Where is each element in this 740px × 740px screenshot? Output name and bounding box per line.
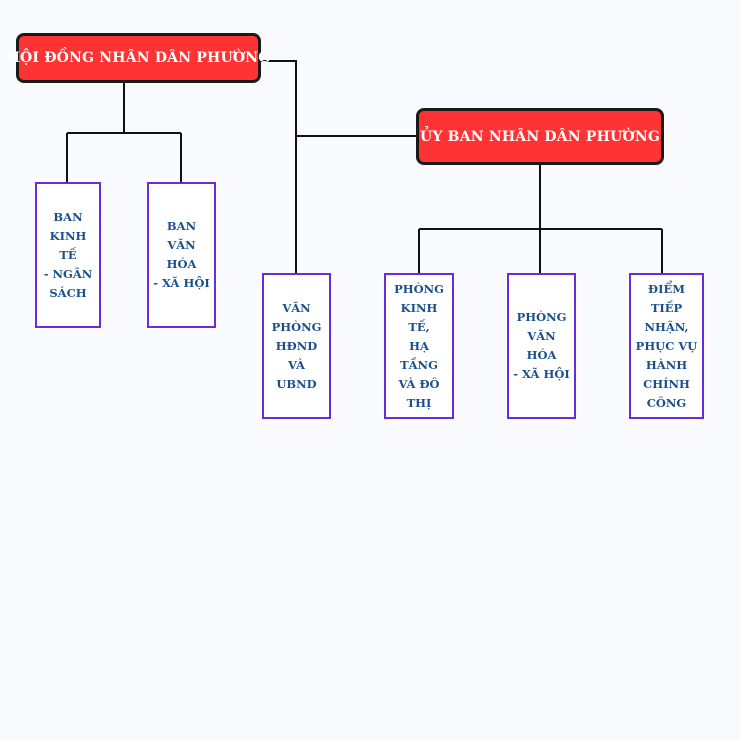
unit-label: BAN KINH TẾ - NGÂN SÁCH <box>43 209 93 300</box>
council-box: HỘI ĐỒNG NHÂN DÂN PHƯỜNG <box>7 33 270 83</box>
committee-box: ỦY BAN NHÂN DÂN PHƯỜNG <box>416 108 664 165</box>
unit-culture-society-council: BAN VĂN HÓA - XÃ HỘI <box>147 182 216 328</box>
committee-label: ỦY BAN NHÂN DÂN PHƯỜNG <box>420 128 660 145</box>
unit-public-service-point: ĐIỂM TIẾP NHẬN, PHỤC VỤ HÀNH CHÍNH CÔNG <box>629 273 704 419</box>
unit-label: VĂN PHÒNG HĐND VÀ UBND <box>271 300 322 391</box>
unit-label: PHÒNG KINH TẾ, HẠ TẦNG VÀ ĐÔ THỊ <box>394 281 444 410</box>
unit-label: PHÒNG VĂN HÓA - XÃ HỘI <box>513 310 570 381</box>
unit-culture-society-committee: PHÒNG VĂN HÓA - XÃ HỘI <box>507 273 576 419</box>
unit-economy-infrastructure: PHÒNG KINH TẾ, HẠ TẦNG VÀ ĐÔ THỊ <box>384 273 454 419</box>
council-label: HỘI ĐỒNG NHÂN DÂN PHƯỜNG <box>6 50 271 66</box>
connector-council-office <box>260 60 297 274</box>
unit-label: ĐIỂM TIẾP NHẬN, PHỤC VỤ HÀNH CHÍNH CÔNG <box>635 281 698 410</box>
unit-label: BAN VĂN HÓA - XÃ HỘI <box>153 219 210 290</box>
unit-office: VĂN PHÒNG HĐND VÀ UBND <box>262 273 331 419</box>
unit-economy-budget: BAN KINH TẾ - NGÂN SÁCH <box>35 182 101 328</box>
